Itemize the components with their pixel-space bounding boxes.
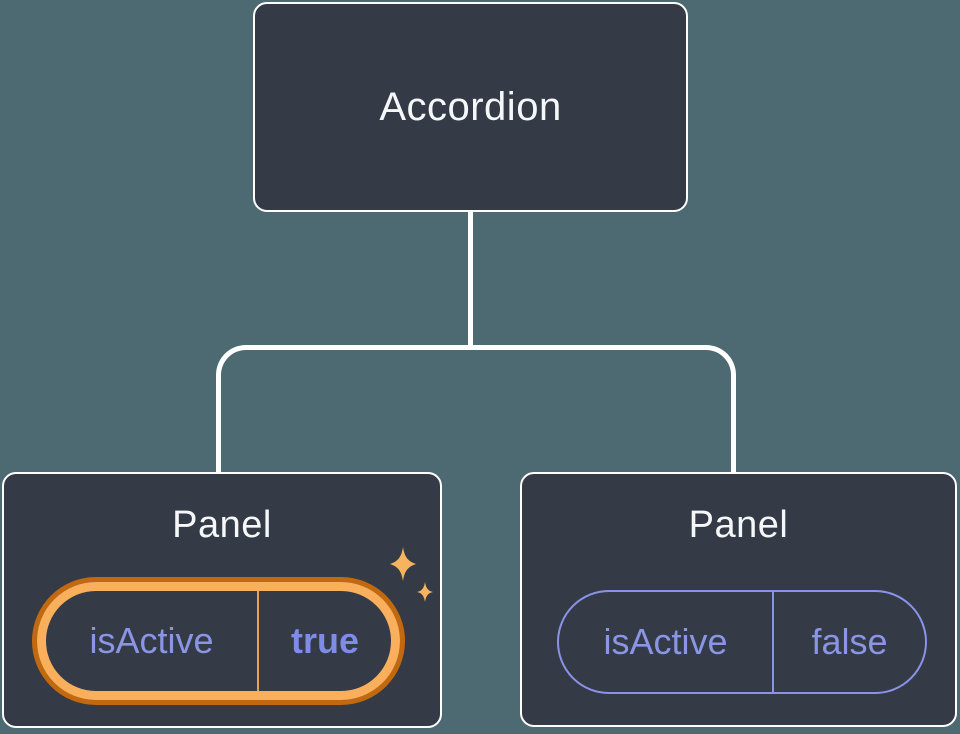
accordion-node: Accordion bbox=[253, 2, 688, 212]
state-pill-active: isActive true bbox=[37, 582, 400, 700]
panel-node-inactive: Panel isActive false bbox=[520, 472, 957, 727]
connector-branch bbox=[216, 345, 736, 472]
pill-divider bbox=[772, 592, 774, 692]
accordion-node-label: Accordion bbox=[379, 84, 562, 129]
panel-node-label: Panel bbox=[172, 504, 272, 546]
state-prop-value: true bbox=[290, 620, 359, 661]
state-pill-inactive: isActive false bbox=[557, 590, 927, 694]
panel-node-label: Panel bbox=[688, 504, 789, 546]
panel-node-active: Panel isActive true bbox=[2, 472, 442, 728]
state-prop-name: isActive bbox=[89, 620, 214, 661]
state-prop-name: isActive bbox=[603, 621, 728, 662]
state-prop-value: false bbox=[811, 621, 888, 662]
connector-stem bbox=[468, 210, 473, 347]
pill-divider bbox=[257, 591, 259, 691]
sparkles-icon bbox=[390, 547, 433, 602]
